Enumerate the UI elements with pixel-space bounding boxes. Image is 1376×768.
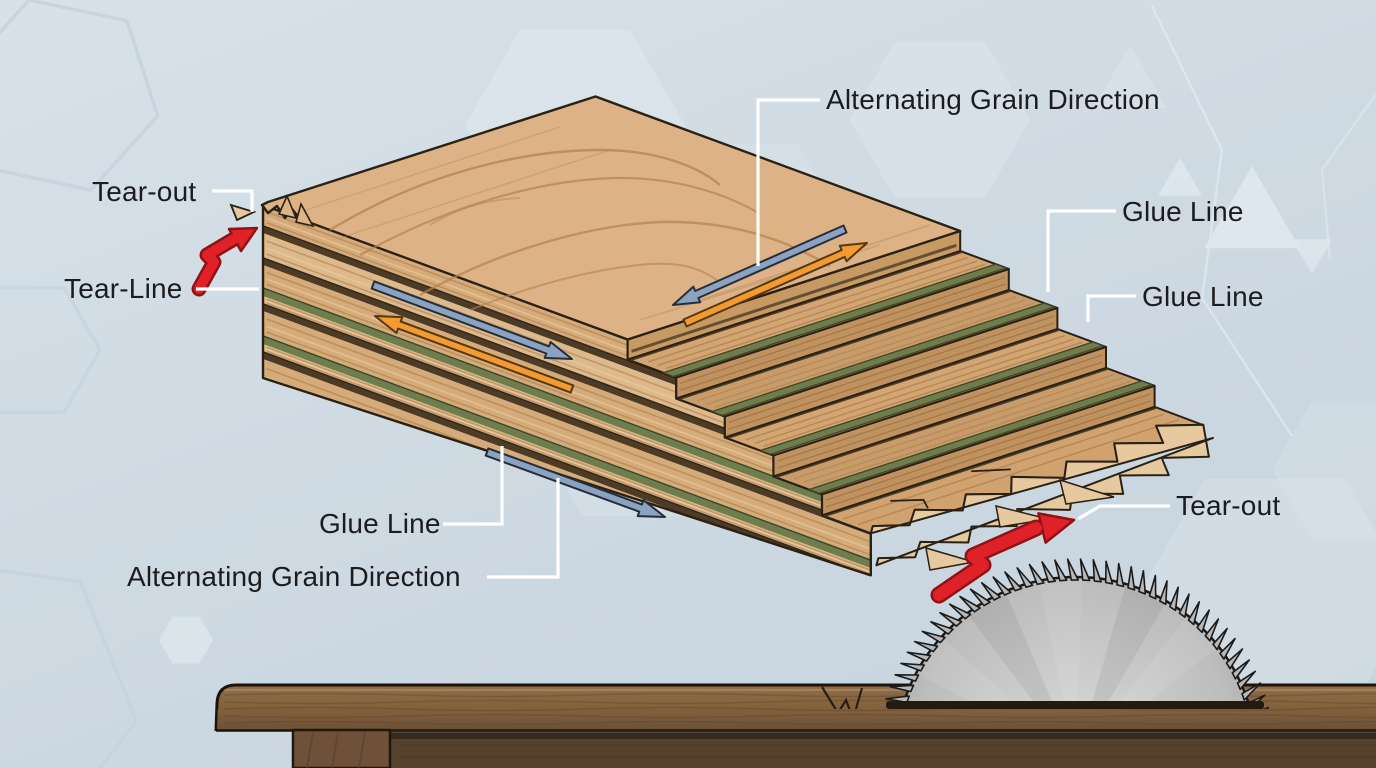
blade-slot [886,701,1264,709]
grain-arrows [672,224,848,306]
splinter [925,546,975,571]
label-tear-out-top-left: Tear-out [92,176,197,207]
grain-arrows [484,447,666,518]
label-glue-line-right-upper: Glue Line [1122,196,1244,227]
grain-direction-arrow-orange-top [682,242,868,328]
label-glue-line-right-lower: Glue Line [1142,281,1264,312]
label-tear-out-bottom-right: Tear-out [1176,490,1281,521]
grain-direction-arrow-blue-face [370,280,573,360]
splinter [1058,478,1115,505]
tear-out-arrow-bottom-right [930,512,1076,604]
grain-direction-arrow-blue-lower [484,447,666,518]
saw-blade [885,558,1270,709]
torn-bottom-layer [821,405,1214,571]
plywood-step-layer [626,250,1010,400]
grain-direction-arrow-orange-face [374,315,575,394]
plywood-board [229,95,1214,577]
label-alternating-grain-bottom: Alternating Grain Direction [127,561,461,592]
splinter [995,504,1049,528]
table-front [216,728,1376,768]
plywood-step-layer [675,289,1059,439]
plywood-step-layer [723,327,1107,478]
label-alternating-grain-top: Alternating Grain Direction [826,84,1160,115]
plywood-step-layer [772,366,1156,517]
table-leg [291,728,392,768]
label-leader-lines [196,98,1170,579]
tear-out-chips [229,193,315,228]
grain-arrows [370,280,573,360]
tear-out-arrow-top-left [191,226,259,297]
label-glue-line-bottom-left: Glue Line [319,508,441,539]
label-tear-line: Tear-Line [64,273,183,304]
grain-arrows [374,315,575,394]
grain-arrows [682,242,868,328]
grain-direction-arrow-blue-top [672,224,848,306]
